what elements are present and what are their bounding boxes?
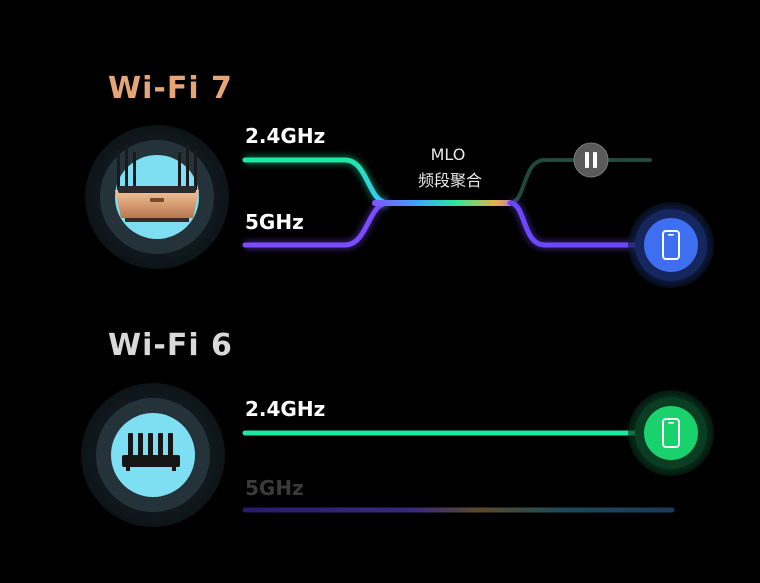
wifi6-title: Wi-Fi 6 <box>108 328 233 363</box>
wifi6-router-badge <box>81 383 225 527</box>
pause-icon <box>585 152 597 168</box>
wifi7-title: Wi-Fi 7 <box>108 71 233 106</box>
wifi6-band-5-label: 5GHz <box>245 476 304 500</box>
wifi6-device <box>628 390 714 476</box>
mlo-subtitle: 频段聚合 <box>418 171 482 190</box>
wifi7-active-branch <box>507 200 653 248</box>
wifi7-router-icon <box>115 145 199 222</box>
wifi6-router-icon <box>122 433 180 471</box>
wifi7-band-5-label: 5GHz <box>245 210 304 234</box>
mlo-title: MLO <box>431 145 466 164</box>
wifi7-device <box>628 202 714 288</box>
pause-badge <box>573 142 609 178</box>
wifi7-router-badge <box>85 125 229 269</box>
smartphone-icon <box>662 230 680 260</box>
wifi7-band-24-label: 2.4GHz <box>245 124 325 148</box>
smartphone-icon <box>662 418 680 448</box>
wifi7-band-24-line <box>242 157 391 206</box>
wifi6-band-24-label: 2.4GHz <box>245 397 325 421</box>
